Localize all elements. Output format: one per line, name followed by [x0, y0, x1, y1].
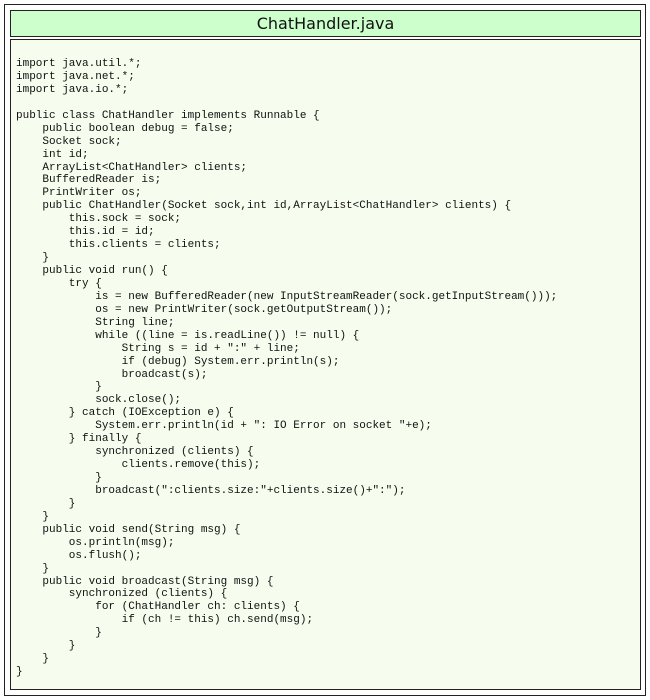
file-panel: ChatHandler.java import java.util.*;impo…	[4, 4, 646, 696]
code-block: import java.util.*;import java.net.*;imp…	[16, 58, 557, 679]
code-line: if (debug) System.err.println(s);	[16, 355, 340, 368]
code-line: int id;	[16, 148, 89, 161]
code-line: }	[16, 472, 102, 484]
code-line: }	[16, 666, 23, 679]
code-line: PrintWriter os;	[16, 187, 142, 200]
code-line: }	[16, 497, 76, 510]
code-line: sock.close();	[16, 394, 182, 407]
code-line: os = new PrintWriter(sock.getOutputStrea…	[16, 303, 393, 316]
code-line: ArrayList<ChatHandler> clients;	[16, 161, 248, 174]
code-line: }	[16, 653, 50, 666]
file-title: ChatHandler.java	[10, 10, 641, 37]
code-line: }	[16, 627, 102, 640]
code-line: os.flush();	[16, 549, 142, 562]
code-line: this.clients = clients;	[16, 239, 221, 252]
code-line: import java.util.*;	[16, 58, 142, 70]
code-line: public void broadcast(String msg) {	[16, 575, 274, 588]
code-line: } catch (IOException e) {	[16, 407, 234, 420]
code-line: }	[16, 252, 50, 265]
code-line: synchronized (clients) {	[16, 446, 254, 459]
code-line: clients.remove(this);	[16, 459, 261, 472]
code-line: public class ChatHandler implements Runn…	[16, 109, 320, 122]
code-line: }	[16, 640, 76, 653]
code-line: try {	[16, 277, 102, 290]
code-line: this.sock = sock;	[16, 213, 182, 226]
code-line: public void run() {	[16, 265, 168, 277]
code-line: if (ch != this) ch.send(msg);	[16, 614, 314, 627]
code-line: String s = id + ":" + line;	[16, 342, 300, 355]
code-line: }	[16, 510, 50, 523]
code-line: String line;	[16, 316, 175, 329]
code-line: System.err.println(id + ": IO Error on s…	[16, 420, 432, 433]
code-line: public ChatHandler(Socket sock,int id,Ar…	[16, 200, 512, 213]
code-line: BufferedReader is;	[16, 174, 162, 187]
code-line: public boolean debug = false;	[16, 122, 234, 135]
code-area: import java.util.*;import java.net.*;imp…	[10, 39, 641, 690]
code-line: is = new BufferedReader(new InputStreamR…	[16, 290, 558, 303]
code-line: } finally {	[16, 433, 142, 446]
code-line: os.println(msg);	[16, 536, 175, 549]
code-line: }	[16, 381, 102, 394]
code-line	[16, 97, 557, 110]
code-line: import java.net.*;	[16, 70, 135, 83]
code-line: this.id = id;	[16, 226, 155, 239]
code-line: broadcast(s);	[16, 368, 208, 381]
code-line: for (ChatHandler ch: clients) {	[16, 601, 300, 614]
code-line: Socket sock;	[16, 135, 122, 148]
code-line: while ((line = is.readLine()) != null) {	[16, 329, 360, 342]
code-line: broadcast(":clients.size:"+clients.size(…	[16, 484, 406, 497]
code-line: synchronized (clients) {	[16, 588, 228, 601]
code-line: public void send(String msg) {	[16, 523, 241, 536]
code-line: import java.io.*;	[16, 83, 129, 96]
code-line: }	[16, 562, 50, 575]
